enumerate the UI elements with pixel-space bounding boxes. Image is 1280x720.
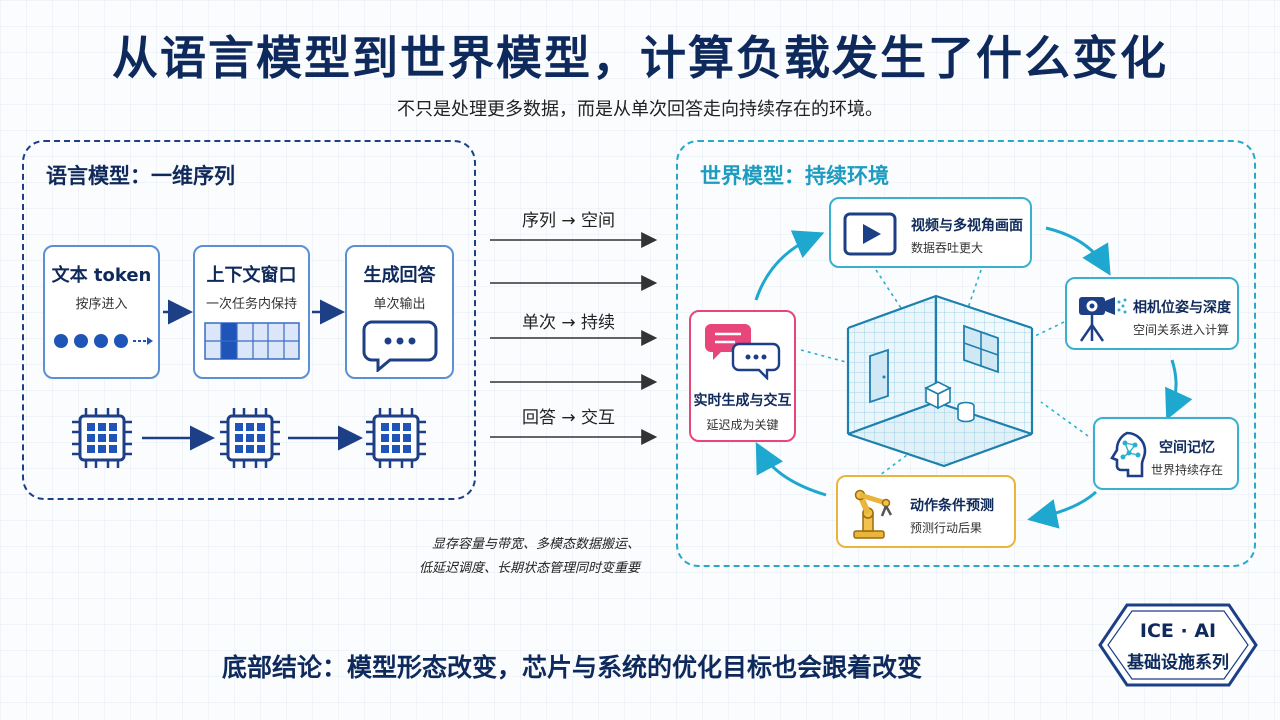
bottom-conclusion: 底部结论：模型形态改变，芯片与系统的优化目标也会跟着改变 — [222, 653, 923, 682]
chat-bubbles-icon — [704, 324, 780, 381]
language-model-connectors — [142, 299, 363, 451]
generate-answer-card: 生成回答 单次输出 — [345, 245, 454, 379]
chip-icon — [72, 408, 132, 468]
generate-answer-title: 生成回答 — [363, 265, 436, 286]
realtime-node-sub: 延迟成为关键 — [706, 418, 779, 432]
requirements-note-line2: 低延迟调度、长期状态管理同时变重要 — [419, 561, 641, 576]
language-model-panel — [22, 140, 476, 500]
language-model-panel-title: 语言模型：一维序列 — [46, 164, 235, 188]
page-title: 从语言模型到世界模型，计算负载发生了什么变化 — [112, 31, 1168, 85]
world-model-cycle — [754, 226, 1193, 529]
action-prediction-node: 动作条件预测 预测行动后果 — [836, 475, 1016, 548]
chip-icon — [366, 408, 426, 468]
head-brain-icon — [1110, 431, 1147, 478]
video-play-icon — [843, 212, 897, 256]
text-token-title: 文本 token — [51, 265, 152, 286]
video-node-sub: 数据吞吐更大 — [911, 241, 984, 255]
realtime-node-title: 实时生成与交互 — [693, 393, 792, 409]
camera-node-sub: 空间关系进入计算 — [1133, 323, 1230, 337]
camera-tripod-icon — [1079, 297, 1127, 342]
world-model-panel — [676, 140, 1256, 567]
token-dots-icon — [53, 334, 153, 348]
text-token-card: 文本 token 按序进入 — [43, 245, 160, 379]
generate-answer-sub: 单次输出 — [373, 297, 426, 312]
memory-node-title: 空间记忆 — [1159, 440, 1215, 456]
video-node-title: 视频与多视角画面 — [911, 218, 1023, 234]
context-window-sub: 一次任务内保持 — [205, 297, 297, 312]
video-multiview-node: 视频与多视角画面 数据吞吐更大 — [829, 197, 1032, 268]
context-window-title: 上下文窗口 — [206, 265, 297, 286]
text-token-sub: 按序进入 — [75, 297, 128, 312]
spatial-memory-node: 空间记忆 世界持续存在 — [1093, 417, 1239, 490]
chip-icon — [220, 408, 280, 468]
transition-label-sequence-space: 序列 → 空间 — [522, 211, 616, 231]
robot-arm-icon — [853, 489, 893, 539]
camera-pose-node: 相机位姿与深度 空间关系进入计算 — [1065, 277, 1239, 350]
requirements-note-line1: 显存容量与带宽、多模态数据搬运、 — [432, 537, 641, 552]
ice-ai-badge — [1098, 603, 1258, 687]
camera-node-title: 相机位姿与深度 — [1133, 300, 1231, 316]
badge-line1: ICE · AI — [1139, 620, 1217, 642]
world-model-panel-title: 世界模型：持续环境 — [700, 164, 889, 188]
transition-label-single-persistent: 单次 → 持续 — [522, 313, 616, 333]
realtime-interaction-node: 实时生成与交互 延迟成为关键 — [689, 310, 796, 442]
action-node-title: 动作条件预测 — [910, 498, 994, 514]
context-window-card: 上下文窗口 一次任务内保持 — [193, 245, 310, 379]
3d-room-illustration — [846, 294, 1034, 468]
transition-label-answer-interaction: 回答 → 交互 — [522, 408, 616, 428]
action-node-sub: 预测行动后果 — [910, 521, 983, 535]
memory-node-sub: 世界持续存在 — [1151, 463, 1224, 477]
transition-arrows — [490, 232, 658, 445]
context-window-grid-icon — [203, 322, 300, 360]
page-subtitle: 不只是处理更多数据，而是从单次回答走向持续存在的环境。 — [397, 99, 883, 120]
speech-bubble-icon — [362, 320, 437, 374]
badge-line2: 基础设施系列 — [1127, 653, 1229, 673]
